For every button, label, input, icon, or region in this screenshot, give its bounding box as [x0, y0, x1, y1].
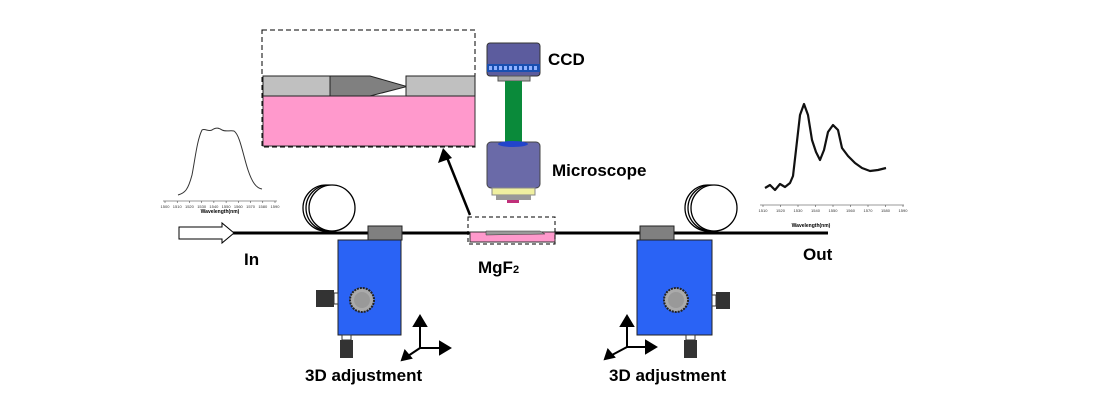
substrate [262, 95, 476, 147]
tick-label: 1510 [173, 204, 183, 209]
tick-label: 1550 [829, 208, 839, 213]
mgf2-text: MgF [478, 258, 513, 277]
tick-label: 1520 [185, 204, 195, 209]
tick-label: 1530 [794, 208, 804, 213]
adjustment-right-label: 3D adjustment [609, 366, 727, 385]
tick-label: 1520 [776, 208, 786, 213]
tick-label: 1580 [258, 204, 268, 209]
input-spectrum-xlabel: Wavelength(nm) [201, 209, 240, 215]
mgf2-label: MgF2 [478, 258, 519, 278]
input-label: In [244, 250, 260, 269]
tick-label: 1550 [222, 204, 232, 209]
axes-right-icon [603, 314, 658, 361]
tick-label: 1590 [899, 208, 909, 213]
output-spectrum: 1510 1520 1530 1540 1550 1560 1570 1580 1590 Wav… [759, 102, 909, 229]
tick-label: 1500 [161, 204, 171, 209]
stage-right [636, 225, 730, 358]
fiber-coil-right [684, 184, 738, 232]
tick-label: 1560 [846, 208, 856, 213]
output-label: Out [803, 245, 833, 264]
tick-label: 1580 [881, 208, 891, 213]
tick-label: 1530 [197, 204, 207, 209]
mgf2-subscript: 2 [512, 264, 520, 276]
tick-label: 1540 [209, 204, 219, 209]
tick-label: 1560 [234, 204, 244, 209]
tick-label: 1570 [246, 204, 256, 209]
fiber-left [262, 75, 331, 97]
inset-zoom [261, 29, 476, 148]
microscope-label: Microscope [552, 161, 647, 180]
tapered-fiber [329, 75, 406, 97]
axes-left-icon [400, 314, 452, 362]
tick-label: 1590 [271, 204, 281, 209]
ccd-label: CCD [548, 50, 585, 69]
tick-label: 1540 [811, 208, 821, 213]
microscope [486, 141, 541, 203]
light-beam [505, 81, 522, 145]
stage-left [316, 225, 403, 358]
input-arrow-icon [178, 221, 235, 245]
fiber-right [405, 75, 476, 97]
fiber-coil-left [302, 184, 356, 232]
mgf2-resonator [467, 216, 556, 245]
adjustment-left-label: 3D adjustment [305, 366, 423, 385]
tick-label: 1510 [759, 208, 769, 213]
ccd-camera [486, 42, 541, 82]
output-spectrum-xlabel: Wavelength(nm) [792, 223, 831, 229]
tick-label: 1570 [864, 208, 874, 213]
